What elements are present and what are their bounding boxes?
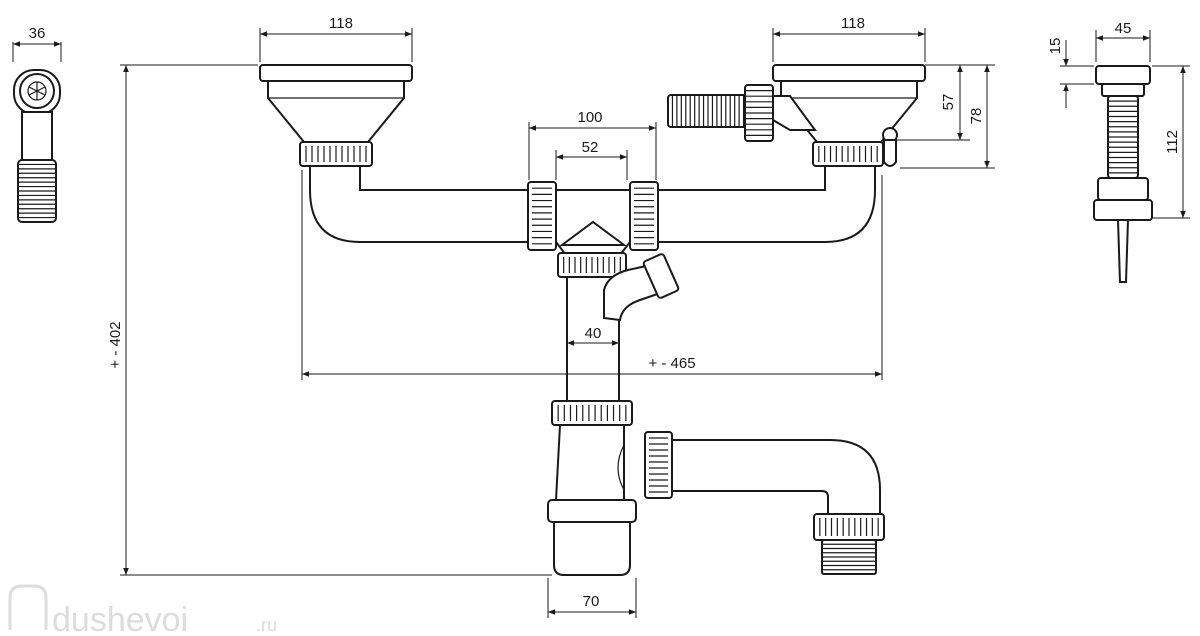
overflow-front-view (1093, 65, 1153, 283)
watermark-name: dushevoi (52, 601, 188, 636)
watermark-shower-icon (8, 584, 48, 630)
watermark-tld: .ru (256, 615, 277, 635)
overflow-side-view: 36 (12, 25, 62, 223)
dim-overflow-hose: 112 (1164, 130, 1181, 154)
dim-tee-inner: 52 (582, 139, 599, 156)
dim-tee-outer: 100 (577, 109, 602, 126)
right-strainer-rim (772, 64, 926, 82)
outlet-elbow (671, 439, 881, 516)
tee-nut-right (629, 181, 659, 251)
dimension-lines (120, 28, 1190, 618)
dim-flange-height: 57 (940, 94, 957, 111)
watermark: dushevoi .ru (8, 584, 277, 636)
dim-total-width: + - 465 (648, 355, 695, 372)
main-siphon (259, 64, 926, 576)
left-strainer-rim (259, 64, 413, 82)
dim-strainer-height: 78 (968, 108, 985, 125)
dim-overflow-diameter: 36 (29, 25, 46, 42)
dim-overflow-width: 45 (1115, 20, 1132, 37)
dim-vertical-pipe: 40 (585, 325, 602, 342)
bottle-trap (554, 424, 625, 501)
dim-trap-width: 70 (583, 593, 600, 610)
dim-right-bowl: 118 (841, 15, 865, 32)
outlet-nut (644, 431, 673, 499)
dim-left-bowl: 118 (329, 15, 353, 32)
left-strainer-bowl (267, 80, 405, 143)
tee-nut-left (527, 181, 557, 251)
dim-overflow-cap: 15 (1047, 38, 1064, 55)
dim-total-height: + - 402 (107, 321, 124, 368)
